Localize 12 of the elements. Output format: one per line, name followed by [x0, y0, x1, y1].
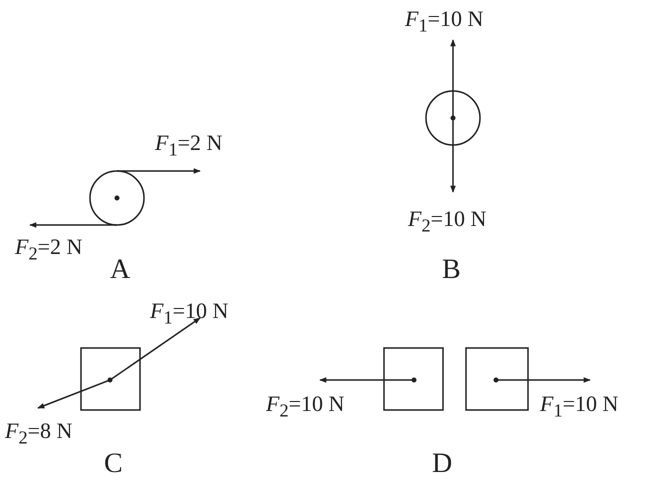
figure-letter: C — [104, 450, 123, 478]
force-label: F$_{1}$=10 N — [540, 393, 618, 420]
force-label: F$_{1}$=10 N — [405, 8, 484, 35]
force-label: F$_{1}$=2 N — [155, 132, 222, 159]
force-label: F$_{2}$=8 N — [5, 420, 72, 447]
figure-letter: B — [442, 256, 461, 284]
force-label: F$_{2}$=2 N — [15, 236, 82, 263]
force-label: F$_{2}$=10 N — [266, 393, 344, 420]
force-label: F$_{1}$=10 N — [150, 300, 228, 327]
figure-letter: D — [432, 450, 452, 478]
figure-letter: A — [110, 256, 130, 284]
force-label: F$_{2}$=10 N — [408, 208, 486, 235]
